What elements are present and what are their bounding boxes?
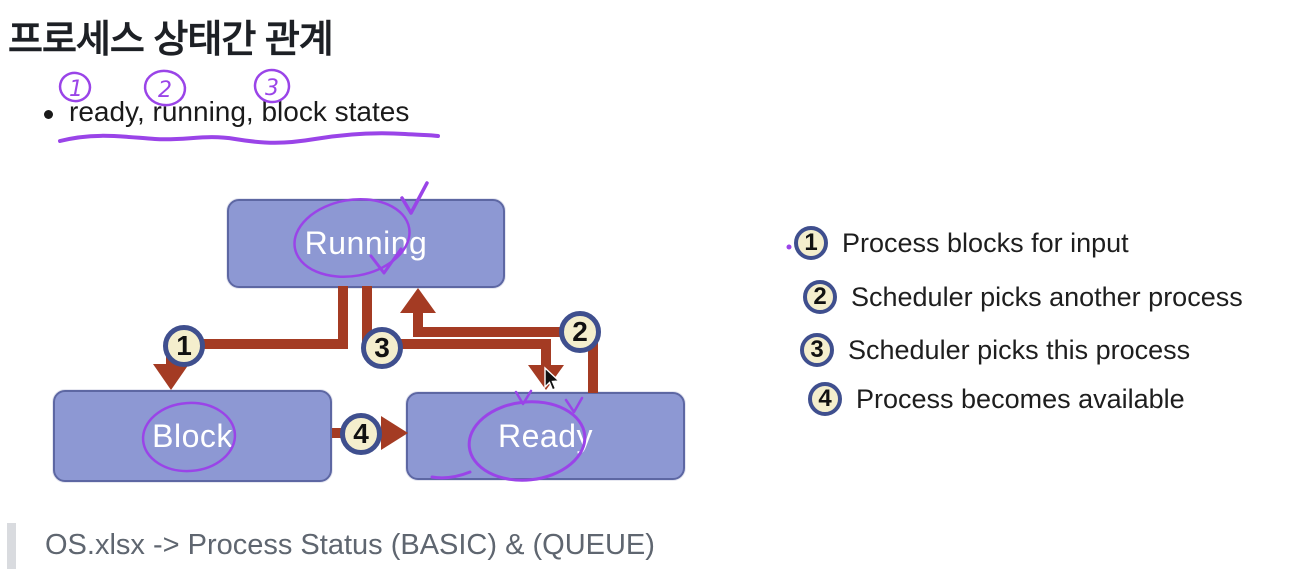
legend-number: 2 (813, 283, 827, 310)
state-box-running: Running (227, 199, 505, 288)
page-title: 프로세스 상태간 관계 (8, 19, 334, 61)
ink-underline (58, 131, 440, 145)
quote-bar (7, 523, 16, 569)
arrowhead-down-block (153, 364, 189, 390)
mouse-cursor (544, 366, 561, 391)
legend-text-2: Scheduler picks another process (851, 281, 1243, 312)
legend-item-4: 4 Process becomes available (808, 382, 1185, 416)
arrowhead-up-running (400, 288, 436, 313)
arrowhead-right-ready (381, 416, 408, 450)
transition-badge-1: 1 (163, 325, 205, 367)
legend-item-2: 2 Scheduler picks another process (803, 280, 1243, 314)
badge-number: 1 (176, 330, 192, 361)
source-caption: OS.xlsx -> Process Status (BASIC) & (QUE… (45, 529, 655, 561)
ink-dot (786, 244, 792, 250)
legend-number: 1 (804, 229, 818, 256)
legend-text-4: Process becomes available (856, 383, 1185, 414)
transition-badge-3: 3 (361, 327, 403, 369)
badge-number: 3 (374, 332, 390, 363)
state-label-block: Block (152, 417, 233, 454)
bullet-item: ready, running, block states (44, 96, 409, 128)
badge-number: 2 (572, 316, 588, 347)
bullet-dot-icon (44, 109, 53, 119)
bullet-text: ready, running, block states (69, 96, 410, 127)
state-label-ready: Ready (498, 417, 593, 454)
state-box-ready: Ready (406, 392, 685, 480)
legend-badge-4: 4 (808, 382, 842, 416)
legend-number: 3 (810, 336, 824, 363)
transition-badge-2: 2 (559, 311, 601, 353)
legend-number: 4 (818, 385, 832, 412)
legend-item-3: 3 Scheduler picks this process (800, 333, 1190, 367)
state-label-running: Running (304, 225, 428, 261)
legend-badge-1: 1 (794, 226, 828, 260)
transition-badge-4: 4 (340, 413, 382, 455)
badge-number: 4 (353, 418, 369, 449)
legend-badge-3: 3 (800, 333, 834, 367)
state-box-block: Block (53, 390, 332, 482)
legend-text-3: Scheduler picks this process (848, 334, 1191, 365)
legend-badge-2: 2 (803, 280, 837, 314)
legend-item-1: 1 Process blocks for input (794, 226, 1129, 260)
legend-text-1: Process blocks for input (842, 227, 1129, 258)
